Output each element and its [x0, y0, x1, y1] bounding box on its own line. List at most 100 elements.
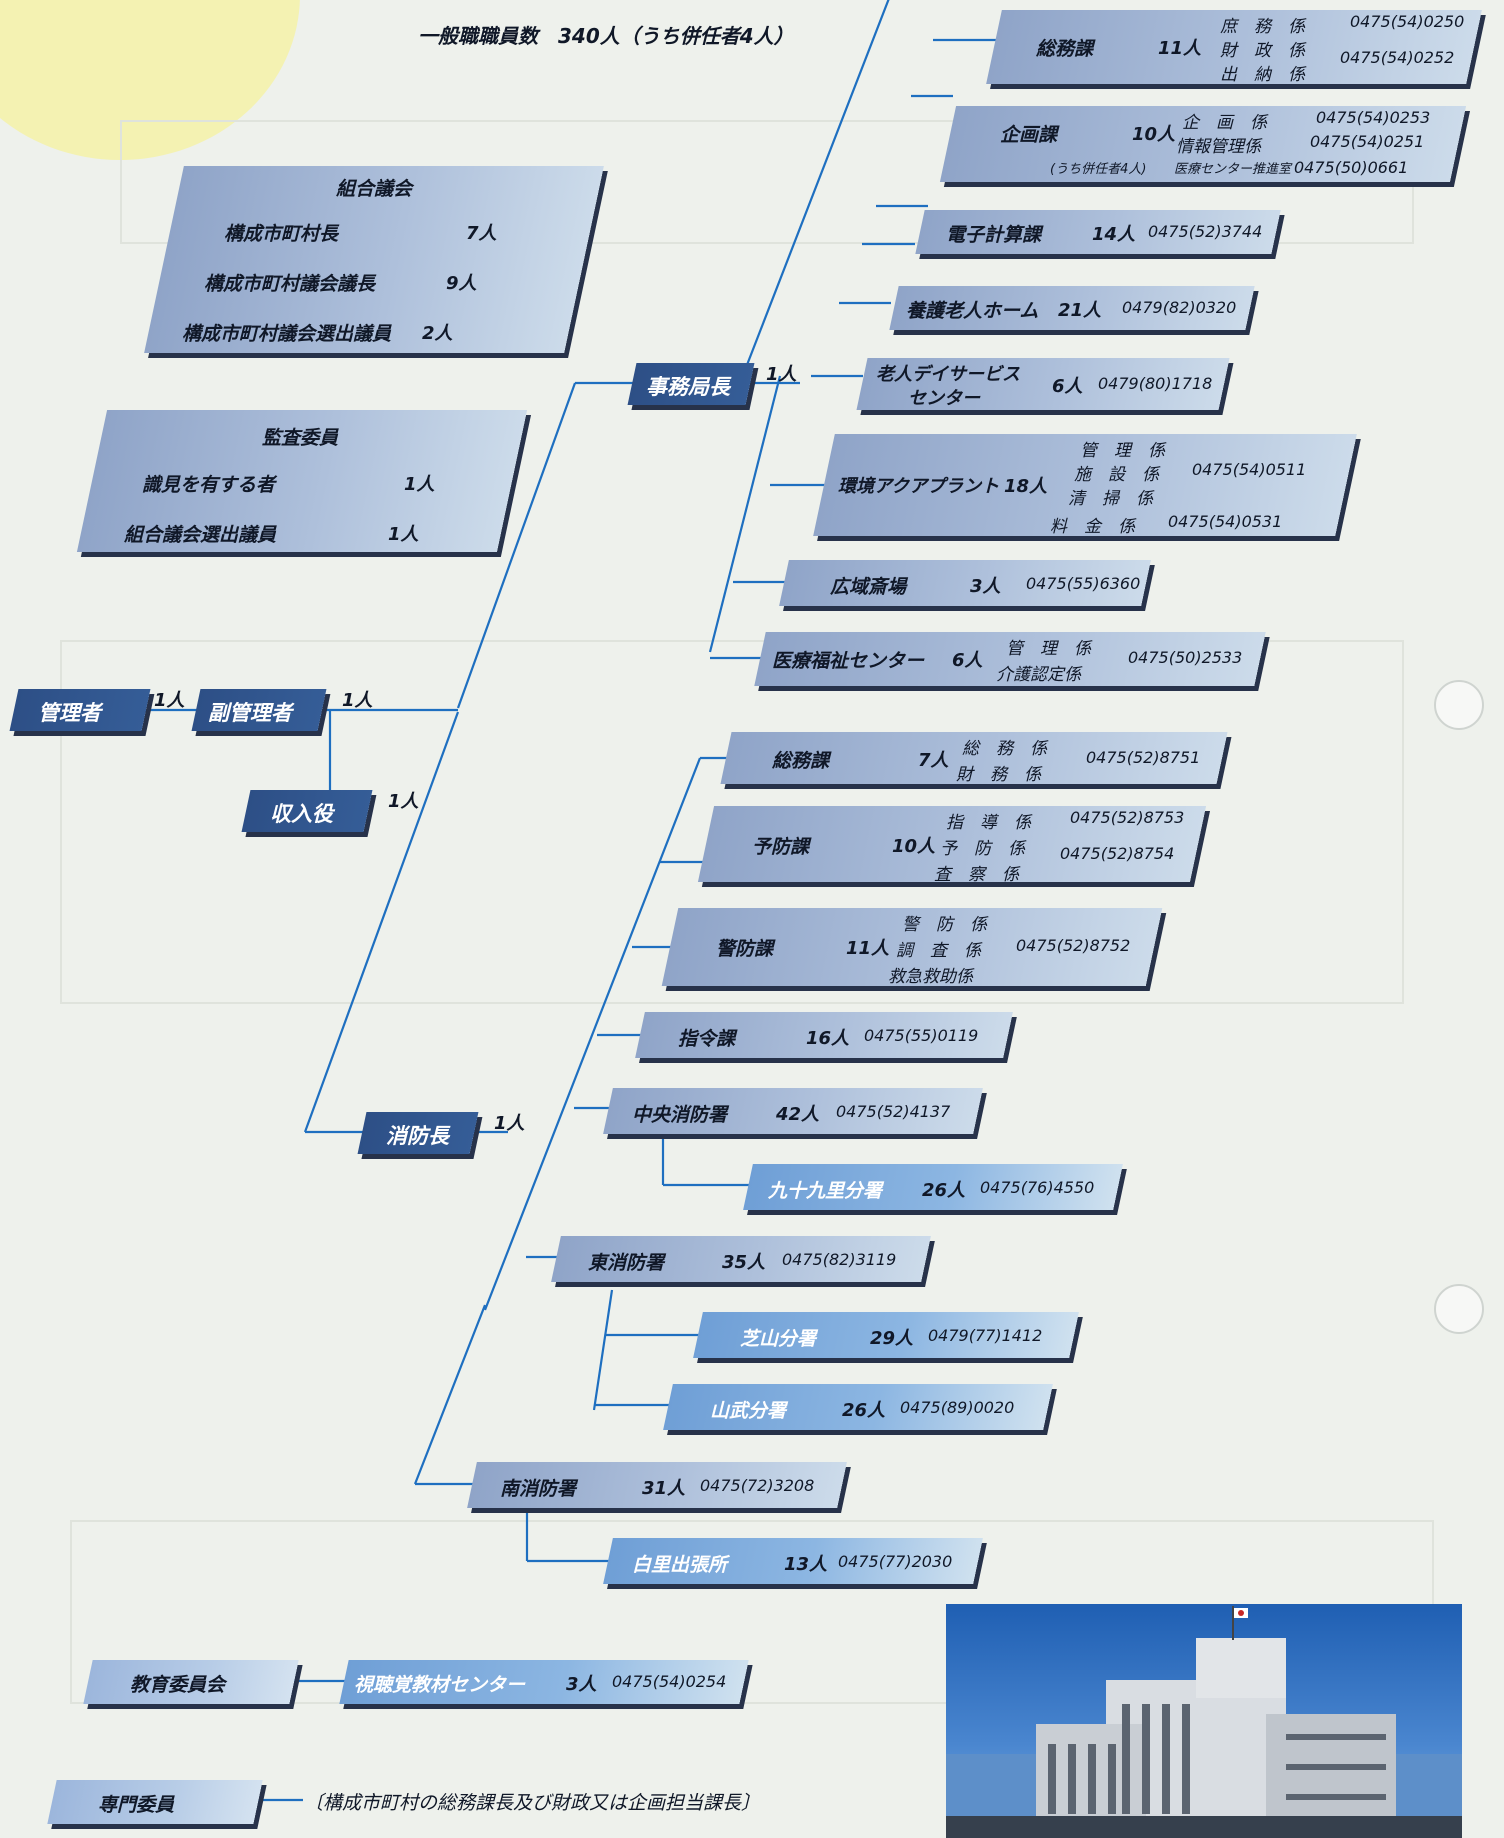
- education-board-label: 教育委員会: [130, 1674, 226, 1696]
- unit-count: 11人: [846, 938, 890, 959]
- unit-name: 総務課: [1036, 38, 1094, 60]
- unit-count: 26人: [922, 1180, 966, 1201]
- fire-unit-shirei: 指令課 16人 0475(55)0119: [635, 1012, 1013, 1058]
- section-label: 管 理 係: [1006, 639, 1091, 659]
- phone-number: 0475(54)0511: [1192, 460, 1307, 479]
- unit-name: 老人デイサービス: [876, 364, 1020, 385]
- phone-number: 0475(54)0254: [612, 1672, 727, 1691]
- phone-number: 0475(52)8751: [1086, 748, 1201, 767]
- section-label: 財 政 係: [1220, 41, 1305, 61]
- fire-station-chuo: 中央消防署 42人 0475(52)4137: [603, 1088, 983, 1134]
- unit-name: 医療福祉センター: [772, 650, 925, 672]
- deputy-manager-count: 1人: [342, 690, 373, 711]
- specialist-label: 専門委員: [98, 1794, 175, 1816]
- unit-count: 14人: [1092, 224, 1136, 245]
- manager-label: 管理者: [38, 701, 101, 725]
- av-center-label: 視聴覚教材センター: [354, 1674, 526, 1696]
- phone-number: 0475(52)8753: [1070, 808, 1185, 827]
- section-label: 管 理 係: [1080, 441, 1165, 461]
- assembly-row-count: 7人: [466, 223, 497, 244]
- fire-unit-keibo: 警防課 11人 警 防 係 調 査 係 救急救助係 0475(52)8752: [661, 908, 1163, 987]
- building-illustration: [946, 1606, 1462, 1838]
- assembly-row-label: 構成市町村議会議長: [204, 273, 376, 295]
- unit-iryo: 医療福祉センター 6人 管 理 係 介護認定係 0475(50)2533: [754, 632, 1266, 686]
- unit-count: 21人: [1058, 300, 1102, 321]
- section-label: 情報管理係: [1176, 137, 1261, 157]
- unit-name: 東消防署: [588, 1252, 665, 1274]
- auditor-row-count: 1人: [404, 474, 435, 495]
- deputy-manager-label: 副管理者: [208, 701, 292, 725]
- assembly-title: 組合議会: [336, 178, 413, 200]
- assembly-row-label: 構成市町村議会選出議員: [182, 323, 392, 345]
- av-center-count: 3人: [566, 1674, 597, 1695]
- section-label: 調 査 係: [896, 941, 981, 961]
- unit-name: 警防課: [716, 938, 774, 960]
- unit-count: 6人: [1052, 376, 1083, 397]
- unit-count: 10人: [892, 836, 936, 857]
- unit-name: 養護老人ホーム: [906, 300, 1039, 322]
- phone-number: 0475(89)0020: [900, 1398, 1015, 1417]
- section-label: 施 設 係: [1074, 465, 1159, 485]
- unit-name: 中央消防署: [632, 1104, 728, 1126]
- phone-number: 0475(50)2533: [1128, 648, 1243, 667]
- auditor-title: 監査委員: [262, 427, 339, 449]
- phone-number: 0475(72)3208: [700, 1476, 815, 1495]
- unit-soumu: 総務課 11人 庶 務 係 財 政 係 出 納 係 0475(54)0250 0…: [986, 10, 1482, 85]
- background-ring: [1434, 1284, 1484, 1334]
- unit-count: 35人: [722, 1252, 766, 1273]
- unit-count: 7人: [918, 750, 949, 771]
- unit-denshi: 電子計算課 14人 0475(52)3744: [915, 210, 1281, 254]
- phone-number: 0475(52)3744: [1148, 222, 1263, 241]
- av-center-box: 視聴覚教材センター 3人 0475(54)0254: [339, 1660, 749, 1704]
- phone-number: 0475(52)8752: [1016, 936, 1131, 955]
- phone-number: 0475(55)0119: [864, 1026, 979, 1045]
- section-label: 料 金 係: [1050, 517, 1135, 537]
- treasurer-count: 1人: [388, 791, 419, 812]
- header-staff-total: 一般職職員数 340人（うち併任者4人）: [418, 24, 794, 48]
- unit-name: 九十九里分署: [768, 1180, 883, 1202]
- auditor-box: 監査委員 識見を有する者 1人 組合議会選出議員 1人: [76, 410, 528, 552]
- fire-station-minami: 南消防署 31人 0475(72)3208: [467, 1462, 847, 1508]
- unit-name: 予防課: [752, 836, 810, 858]
- auditor-row-label: 識見を有する者: [142, 474, 276, 496]
- phone-number: 0479(80)1718: [1098, 374, 1213, 393]
- fire-unit-yobo: 予防課 10人 指 導 係 予 防 係 査 察 係 0475(52)8753 0…: [697, 806, 1207, 885]
- secretary-general-box: 事務局長: [627, 363, 755, 405]
- secretary-general-count: 1人: [766, 364, 797, 385]
- phone-number: 0475(54)0252: [1340, 48, 1455, 67]
- outpost-shirasato: 白里出張所 13人 0475(77)2030: [603, 1538, 983, 1584]
- section-label: 財 務 係: [956, 765, 1041, 785]
- unit-count: 31人: [642, 1478, 686, 1499]
- background-ring: [1434, 680, 1484, 730]
- phone-number: 0475(50)0661: [1294, 158, 1409, 177]
- unit-count: 3人: [970, 576, 1001, 597]
- unit-name: 総務課: [772, 750, 830, 772]
- assembly-row-label: 構成市町村長: [224, 223, 339, 245]
- phone-number: 0475(54)0251: [1310, 132, 1425, 151]
- section-label: 企 画 係: [1182, 113, 1267, 133]
- manager-box: 管理者: [9, 689, 151, 731]
- unit-count: 18人: [1004, 476, 1048, 497]
- education-board-box: 教育委員会: [83, 1660, 299, 1704]
- phone-number: 0475(54)0253: [1316, 108, 1431, 127]
- manager-count: 1人: [154, 690, 185, 711]
- secretary-general-label: 事務局長: [646, 375, 730, 399]
- phone-number: 0475(52)8754: [1060, 844, 1175, 863]
- phone-number: 0475(54)0250: [1350, 12, 1465, 31]
- fire-station-higashi: 東消防署 35人 0475(82)3119: [551, 1236, 931, 1282]
- specialist-description: 〔構成市町村の総務課長及び財政又は企画担当課長〕: [304, 1792, 761, 1814]
- auditor-row-label: 組合議会選出議員: [124, 524, 277, 546]
- unit-aqua: 環境アクアプラント 18人 管 理 係 施 設 係 清 掃 係 料 金 係 04…: [813, 434, 1357, 537]
- branch-sanbu: 山武分署 26人 0475(89)0020: [663, 1384, 1053, 1430]
- building-photo: [946, 1604, 1462, 1838]
- section-label: 庶 務 係: [1220, 17, 1305, 37]
- section-label: 医療センター推進室: [1174, 162, 1292, 177]
- section-label: 査 察 係: [934, 865, 1019, 885]
- phone-number: 0475(55)6360: [1026, 574, 1141, 593]
- unit-note: (うち併任者4人): [1050, 162, 1147, 177]
- phone-number: 0475(52)4137: [836, 1102, 951, 1121]
- unit-count: 16人: [806, 1028, 850, 1049]
- phone-number: 0479(77)1412: [928, 1326, 1043, 1345]
- unit-count: 11人: [1158, 38, 1202, 59]
- fire-chief-box: 消防長: [357, 1112, 479, 1154]
